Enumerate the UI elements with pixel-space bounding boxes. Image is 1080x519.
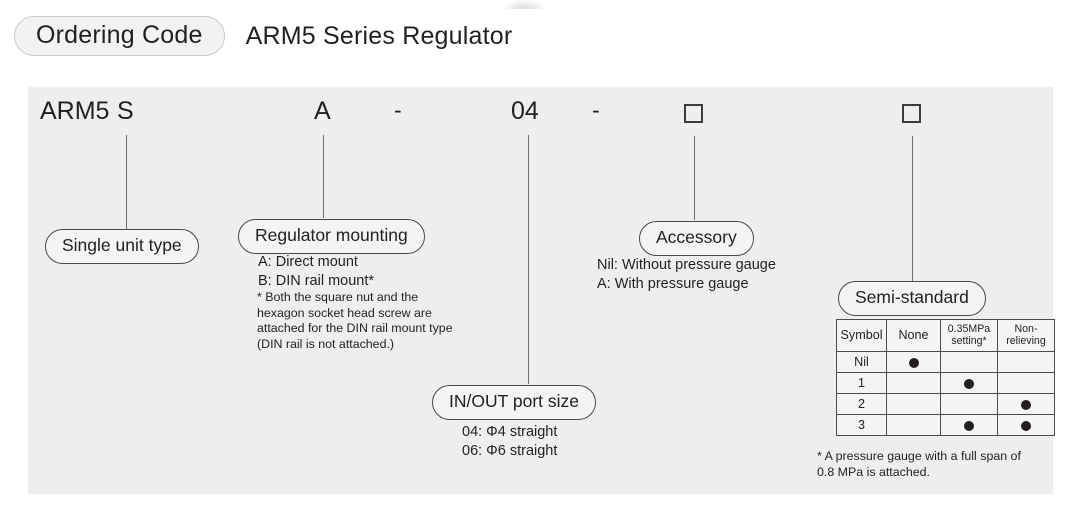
leader-line-semi-standard: [912, 136, 913, 281]
mounting-options-list: A: Direct mount B: DIN rail mount*: [258, 253, 374, 292]
table-row: 3: [836, 414, 1055, 436]
leader-line-port-size: [528, 135, 529, 384]
mounting-footnote-line-1: * Both the square nut and the: [257, 290, 419, 304]
mark-dot: [908, 357, 919, 368]
callout-single-unit-type: Single unit type: [45, 229, 199, 264]
table-header-mpa-setting: 0.35MPa setting*: [940, 319, 998, 352]
table-header-symbol: Symbol: [836, 319, 887, 352]
mounting-footnote-line-3: attached for the DIN rail mount type: [257, 321, 453, 336]
mark-dot: [1021, 399, 1031, 410]
accessory-option-a: A: With pressure gauge: [597, 276, 749, 293]
code-segment-port-size: 04: [511, 97, 539, 125]
code-separator-2: -: [592, 97, 600, 123]
code-segment-series: ARM5: [40, 97, 110, 125]
code-segment-semi-standard-box: [902, 104, 921, 123]
callout-semi-standard: Semi-standard: [838, 281, 986, 316]
mounting-option-a: A: Direct mount: [258, 254, 358, 270]
table-header-mpa-line-2: setting*: [951, 334, 987, 347]
leader-line-single-unit: [126, 135, 127, 229]
port-size-option-06: 06: Φ6 straight: [462, 443, 558, 460]
row-cell-none: [886, 414, 941, 436]
code-segment-mounting: A: [314, 97, 331, 125]
port-size-option-04: 04: Φ4 straight: [462, 424, 558, 440]
semi-standard-footnote-line-2: 0.8 MPa is attached.: [817, 464, 930, 479]
callout-accessory: Accessory: [639, 221, 754, 256]
table-header-relieving-line-2: relieving: [1006, 334, 1046, 347]
page-title: ARM5 Series Regulator: [245, 21, 513, 50]
row-symbol: 3: [836, 414, 887, 436]
table-header-row: Symbol None 0.35MPa setting* Non- reliev…: [836, 319, 1055, 352]
callout-port-size: IN/OUT port size: [432, 385, 596, 420]
leader-line-mounting: [323, 135, 324, 218]
row-cell-none: [886, 393, 941, 415]
table-body: Nil 1 2 3: [836, 351, 1055, 436]
row-cell-none: [886, 372, 941, 394]
table-header-non-relieving: Non- relieving: [997, 319, 1055, 352]
callout-regulator-mounting: Regulator mounting: [238, 219, 425, 254]
table-row: 2: [836, 393, 1055, 415]
row-cell-non-relieving: [997, 393, 1055, 415]
row-cell-non-relieving: [997, 372, 1055, 394]
code-segment-accessory-box: [684, 104, 703, 123]
accessory-options-list: Nil: Without pressure gauge A: With pres…: [597, 256, 776, 295]
ordering-code-badge: Ordering Code: [14, 16, 225, 57]
semi-standard-footnote-line-1: * A pressure gauge with a full span of: [817, 449, 1021, 463]
semi-standard-table: Symbol None 0.35MPa setting* Non- reliev…: [836, 319, 1055, 436]
port-size-options-list: 04: Φ4 straight 06: Φ6 straight: [462, 423, 557, 462]
row-cell-mpa: [940, 393, 998, 415]
row-cell-none: [886, 351, 941, 373]
table-row: Nil: [836, 351, 1055, 373]
page-header: Ordering Code ARM5 Series Regulator: [0, 16, 513, 57]
semi-standard-footnote: * A pressure gauge with a full span of 0…: [817, 449, 1021, 480]
mark-dot: [1021, 420, 1031, 431]
table-header-none: None: [886, 319, 941, 352]
table-row: 1: [836, 372, 1055, 394]
row-cell-non-relieving: [997, 351, 1055, 373]
code-segment-unit-type: S: [117, 97, 134, 125]
mark-dot: [964, 420, 974, 431]
row-cell-non-relieving: [997, 414, 1055, 436]
row-symbol: 1: [836, 372, 887, 394]
row-cell-mpa: [940, 414, 998, 436]
row-cell-mpa: [940, 351, 998, 373]
scan-artifact: [505, 0, 545, 9]
mounting-footnote: * Both the square nut and the hexagon so…: [257, 290, 453, 353]
mark-dot: [964, 378, 974, 389]
row-cell-mpa: [940, 372, 998, 394]
row-symbol: Nil: [836, 351, 887, 373]
code-separator-1: -: [394, 97, 402, 123]
row-symbol: 2: [836, 393, 887, 415]
mounting-footnote-line-4: (DIN rail is not attached.): [257, 336, 395, 351]
table-header-relieving-line-1: Non-: [1014, 322, 1038, 335]
mounting-option-b: B: DIN rail mount*: [258, 273, 375, 290]
accessory-option-nil: Nil: Without pressure gauge: [597, 257, 776, 273]
table-header-mpa-line-1: 0.35MPa: [947, 322, 991, 335]
mounting-footnote-line-2: hexagon socket head screw are: [257, 305, 432, 320]
leader-line-accessory: [694, 136, 695, 220]
